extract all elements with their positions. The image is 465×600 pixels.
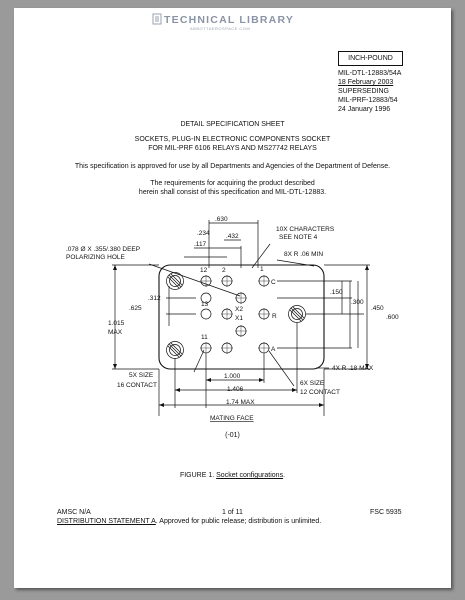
contact-number: 2 <box>222 267 226 274</box>
contact-hole <box>200 308 212 320</box>
title-line-2: FOR MIL-PRF 6106 RELAYS AND MS27742 RELA… <box>148 145 317 152</box>
dim-label: .117 <box>194 241 207 248</box>
dim-label: 1.406 <box>227 386 244 393</box>
contact-number: X2 <box>235 306 243 313</box>
superseded-number: MIL-PRF-12883/54 <box>338 97 398 104</box>
title-line-1: SOCKETS, PLUG-IN ELECTRONIC COMPONENTS S… <box>134 136 331 143</box>
dim-label: .234 <box>197 230 210 237</box>
page-number: 1 of 11 <box>222 509 243 516</box>
dim-label: .312 <box>148 295 161 302</box>
figure-caption: FIGURE 1. Socket configurations. <box>179 472 286 479</box>
superseding-label: SUPERSEDING <box>338 88 389 95</box>
mounting-hole <box>166 341 184 359</box>
contact-number: 13 <box>201 301 209 308</box>
library-logo-icon <box>152 13 162 25</box>
dim-label: .300 <box>351 299 364 306</box>
doc-date: 18 February 2003 <box>338 79 394 86</box>
note-label: 4X R .18 MAX <box>332 365 374 372</box>
distribution-statement: DISTRIBUTION STATEMENT A. Approved for p… <box>57 518 322 525</box>
approval-statement: This specification is approved for use b… <box>74 163 391 170</box>
mounting-hole <box>288 305 306 323</box>
contact-number: 11 <box>201 334 208 341</box>
dim-label: .432 <box>226 233 239 240</box>
note-label: 6X SIZE <box>300 380 325 387</box>
contact-letter: C <box>271 279 276 286</box>
contact-letter: R <box>272 313 277 320</box>
contact-letter: A <box>271 346 276 353</box>
dim-label: .625 <box>129 305 142 312</box>
dim-label: 1.000 <box>224 373 241 380</box>
note-label: POLARIZING HOLE <box>66 254 126 261</box>
note-label: 12 CONTACT <box>300 389 340 396</box>
note-label: 10X CHARACTERS <box>276 226 335 233</box>
socket-drawing: .630 .234 .432 .117 10X CHARACTERS SEE N… <box>66 216 399 422</box>
dim-label: .150 <box>330 289 343 296</box>
note-label: 8X R .06 MIN <box>284 251 323 258</box>
requirements-line-2: herein shall consist of this specificati… <box>138 189 327 196</box>
dim-label: MAX <box>108 329 123 336</box>
dim-label: 1.015 <box>108 320 125 327</box>
fsc-label: FSC 5935 <box>370 509 402 516</box>
superseded-date: 24 January 1996 <box>338 106 391 113</box>
spec-sheet-title: DETAIL SPECIFICATION SHEET <box>180 121 285 128</box>
watermark-title: TECHNICAL LIBRARY <box>164 14 295 26</box>
note-label: 16 CONTACT <box>117 382 157 389</box>
dim-label: 1.74 MAX <box>226 399 255 406</box>
mounting-hole <box>166 272 184 290</box>
contact-number: X1 <box>235 315 243 322</box>
dim-label: .600 <box>386 314 399 321</box>
socket-body-outline <box>158 264 325 370</box>
contact-hole <box>200 292 212 304</box>
note-label: SEE NOTE 4 <box>279 234 318 241</box>
watermark-url: ABBOTTAEROSPACE.COM <box>190 26 251 31</box>
document-page: TECHNICAL LIBRARY ABBOTTAEROSPACE.COM IN… <box>14 8 451 588</box>
amsc-label: AMSC N/A <box>57 509 91 516</box>
contact-number: 12 <box>200 267 208 274</box>
view-label: (-01) <box>225 432 240 439</box>
inch-pound-box: INCH-POUND <box>338 51 403 66</box>
dim-label: .450 <box>371 305 384 312</box>
note-label: 5X SIZE <box>129 372 154 379</box>
contact-number: 1 <box>260 266 264 273</box>
requirements-line-1: The requirements for acquiring the produ… <box>150 180 315 187</box>
doc-number: MIL-DTL-12883/54A <box>338 70 402 77</box>
dim-label: .630 <box>215 216 228 223</box>
mating-face-label: MATING FACE <box>210 415 254 422</box>
note-label: .078 Ø X .355/.380 DEEP <box>66 246 140 253</box>
